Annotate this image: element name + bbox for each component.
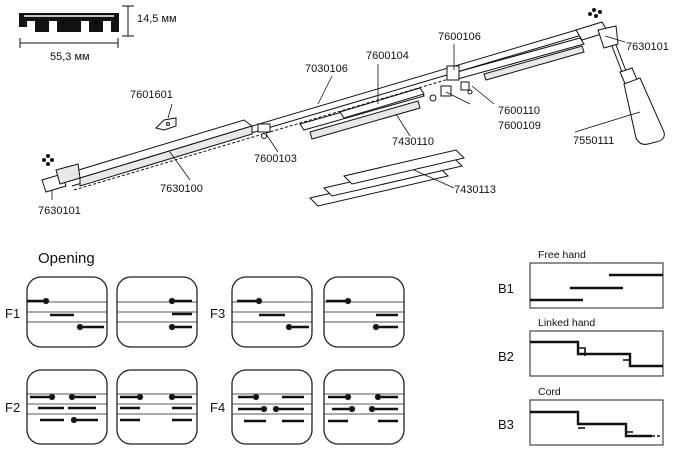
panel-f4b	[323, 369, 405, 445]
op-label-b3: B3	[498, 417, 514, 432]
rail-7630100	[70, 119, 254, 187]
weights-7430113	[309, 149, 465, 207]
profile-dimension-lines	[19, 5, 134, 48]
part-label-7030106: 7030106	[305, 63, 348, 75]
op-b3	[529, 399, 664, 446]
profile-cross-section	[19, 13, 119, 32]
operation-diagrams	[529, 262, 664, 446]
part-label-7600106: 7600106	[438, 31, 481, 43]
opening-title: Opening	[38, 250, 95, 267]
part-label-7630101-right: 7630101	[626, 41, 669, 53]
panel-f2a	[26, 369, 108, 445]
part-label-7630100: 7630100	[160, 183, 203, 195]
op-b2	[529, 330, 664, 377]
part-label-7630101-left: 7630101	[38, 205, 81, 217]
part-label-7430110: 7430110	[392, 136, 435, 148]
op-label-b2: B2	[498, 349, 514, 364]
part-label-7601601: 7601601	[130, 89, 173, 101]
part-label-7600103: 7600103	[254, 153, 297, 165]
carrier-7600104	[299, 87, 425, 140]
part-label-7600110: 7600110	[498, 105, 541, 117]
profile-width-label: 55,3 мм	[50, 51, 90, 63]
panel-f3b	[323, 276, 405, 348]
end-cap-left	[41, 154, 81, 193]
profile-height-label: 14,5 мм	[137, 13, 177, 25]
glide-7600103	[257, 123, 271, 139]
carrier-7600106	[449, 37, 585, 81]
op-title-b1: Free hand	[538, 249, 586, 261]
panel-f2b	[116, 369, 198, 445]
fittings-7600110	[429, 65, 473, 102]
part-label-7600104: 7600104	[366, 50, 409, 62]
config-label-f1: F1	[5, 306, 21, 321]
panel-f1a	[26, 276, 108, 348]
part-label-7600109: 7600109	[498, 120, 541, 132]
op-title-b2: Linked hand	[538, 317, 596, 329]
wand-7550111	[611, 44, 665, 145]
op-label-b1: B1	[498, 281, 514, 296]
opening-panels	[26, 276, 405, 445]
config-label-f3: F3	[210, 306, 226, 321]
part-label-7550111: 7550111	[573, 135, 615, 147]
panel-f1b	[116, 276, 198, 348]
panel-f3a	[231, 276, 313, 348]
leader-lines	[51, 35, 641, 200]
config-label-f2: F2	[5, 400, 21, 415]
op-title-b3: Cord	[538, 386, 561, 398]
part-7601601	[155, 117, 177, 131]
part-label-7430113: 7430113	[454, 184, 497, 196]
panel-f4a	[231, 369, 313, 445]
config-label-f4: F4	[210, 400, 226, 415]
op-b1	[529, 262, 664, 309]
